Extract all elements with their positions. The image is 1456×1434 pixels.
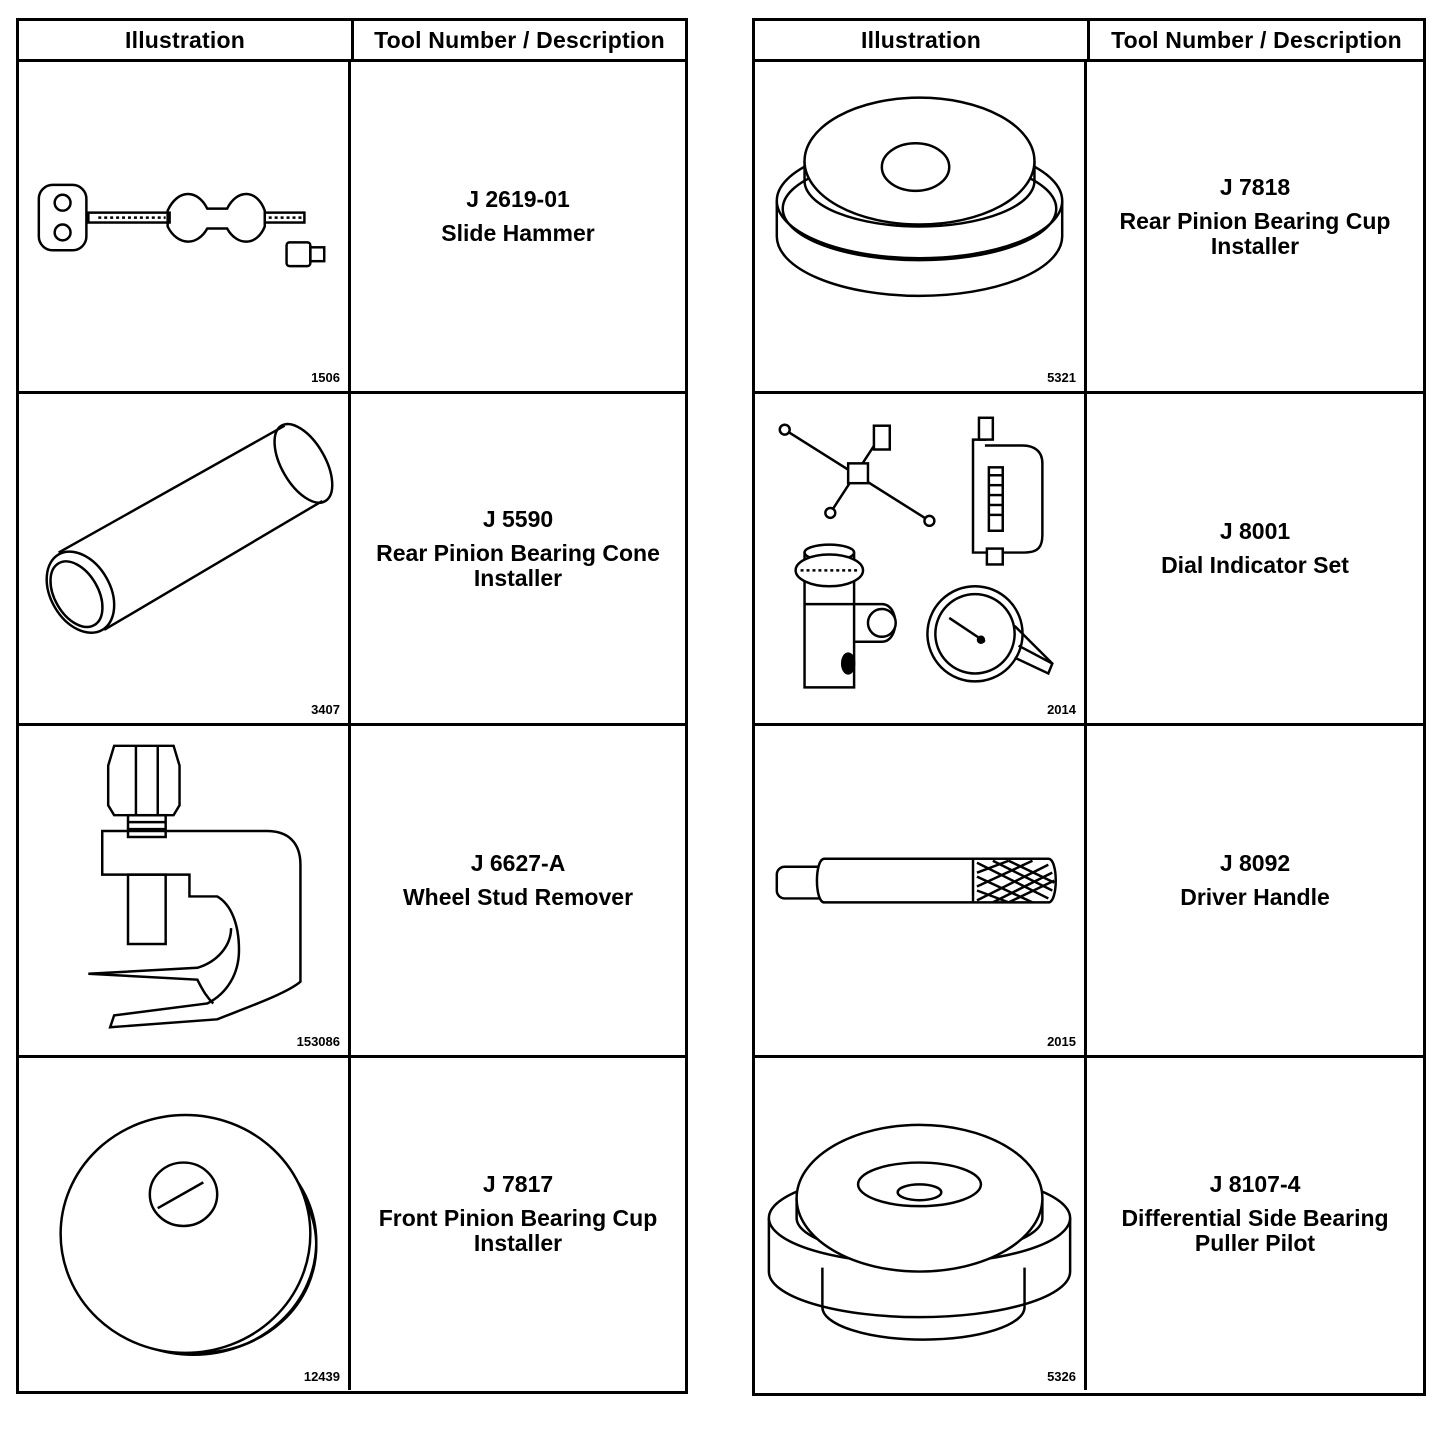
rear-cup-installer-icon — [775, 96, 1064, 298]
tool-description: Rear Pinion Bearing Cup Installer — [1119, 207, 1391, 259]
tool-description: Dial Indicator Set — [1161, 552, 1349, 578]
figure-number: 5326 — [1047, 1369, 1076, 1384]
table-header: Illustration Tool Number / Description — [755, 21, 1423, 62]
figure-number: 1506 — [311, 370, 340, 385]
table-row: 5326 J 8107-4 Differential Side Bearing … — [755, 1058, 1423, 1390]
figure-number: 2014 — [1047, 702, 1076, 717]
tool-number: J 5590 — [482, 505, 554, 532]
illustration-cell: 12439 — [19, 1058, 351, 1390]
description-cell: J 6627-A Wheel Stud Remover — [351, 726, 685, 1055]
table-row: 3407 J 5590 Rear Pinion Bearing Cone Ins… — [19, 394, 685, 726]
puller-pilot-icon — [767, 1123, 1072, 1341]
table-row: 2015 J 8092 Driver Handle — [755, 726, 1423, 1058]
tool-description: Wheel Stud Remover — [402, 884, 634, 910]
table-row: 2014 J 8001 Dial Indicator Set — [755, 394, 1423, 726]
illustration-cell: 1506 — [19, 62, 351, 391]
tool-number: J 8092 — [1219, 850, 1291, 876]
figure-number: 3407 — [311, 702, 340, 717]
table-row: 1506 J 2619-01 Slide Hammer — [19, 62, 685, 394]
description-header: Tool Number / Description — [1111, 26, 1402, 53]
dial-indicator-set-icon — [778, 416, 1054, 689]
illustration-header: Illustration — [19, 21, 354, 59]
wheel-stud-remover-icon — [88, 744, 302, 1029]
figure-number: 12439 — [303, 1369, 340, 1384]
tool-description: Differential Side Bearing Puller Pilot — [1121, 1205, 1389, 1256]
description-cell: J 5590 Rear Pinion Bearing Cone Installe… — [351, 394, 685, 723]
description-cell: J 8092 Driver Handle — [1087, 726, 1423, 1055]
front-cup-installer-icon — [59, 1113, 318, 1357]
table-row: 12439 J 7817 Front Pinion Bearing Cup In… — [19, 1058, 685, 1390]
table-header: Illustration Tool Number / Description — [19, 21, 685, 62]
tool-description: Slide Hammer — [441, 220, 595, 246]
tool-table-left: Illustration Tool Number / Description 1… — [16, 18, 688, 1394]
bearing-cone-installer-icon — [45, 422, 334, 635]
illustration-cell: 153086 — [19, 726, 351, 1055]
tool-number: J 8001 — [1219, 518, 1291, 544]
illustration-header: Illustration — [755, 21, 1090, 59]
illustration-cell: 5326 — [755, 1058, 1087, 1390]
illustration-cell: 5321 — [755, 62, 1087, 391]
figure-number: 2015 — [1047, 1034, 1076, 1049]
tool-description: Rear Pinion Bearing Cone Installer — [376, 539, 660, 591]
tool-description: Front Pinion Bearing Cup Installer — [378, 1205, 658, 1256]
table-row: 153086 J 6627-A Wheel Stud Remover — [19, 726, 685, 1058]
description-cell: J 7817 Front Pinion Bearing Cup Installe… — [351, 1058, 685, 1390]
tool-table-right: Illustration Tool Number / Description 5… — [752, 18, 1426, 1396]
description-cell: J 2619-01 Slide Hammer — [351, 62, 685, 391]
tool-number: J 2619-01 — [466, 186, 570, 212]
tool-description: Driver Handle — [1180, 884, 1330, 910]
description-cell: J 7818 Rear Pinion Bearing Cup Installer — [1087, 62, 1423, 391]
illustration-cell: 2015 — [755, 726, 1087, 1055]
description-header: Tool Number / Description — [374, 26, 665, 53]
driver-handle-icon — [775, 857, 1057, 904]
illustration-cell: 3407 — [19, 394, 351, 723]
tool-number: J 7818 — [1219, 173, 1291, 200]
description-cell: J 8001 Dial Indicator Set — [1087, 394, 1423, 723]
tool-number: J 7817 — [482, 1171, 554, 1197]
figure-number: 153086 — [296, 1034, 340, 1049]
description-cell: J 8107-4 Differential Side Bearing Pulle… — [1087, 1058, 1423, 1390]
tool-number: J 6627-A — [470, 850, 566, 876]
illustration-cell: 2014 — [755, 394, 1087, 723]
tool-number: J 8107-4 — [1209, 1171, 1301, 1197]
figure-number: 5321 — [1047, 370, 1076, 385]
slide-hammer-icon — [37, 183, 326, 268]
table-row: 5321 J 7818 Rear Pinion Bearing Cup Inst… — [755, 62, 1423, 394]
